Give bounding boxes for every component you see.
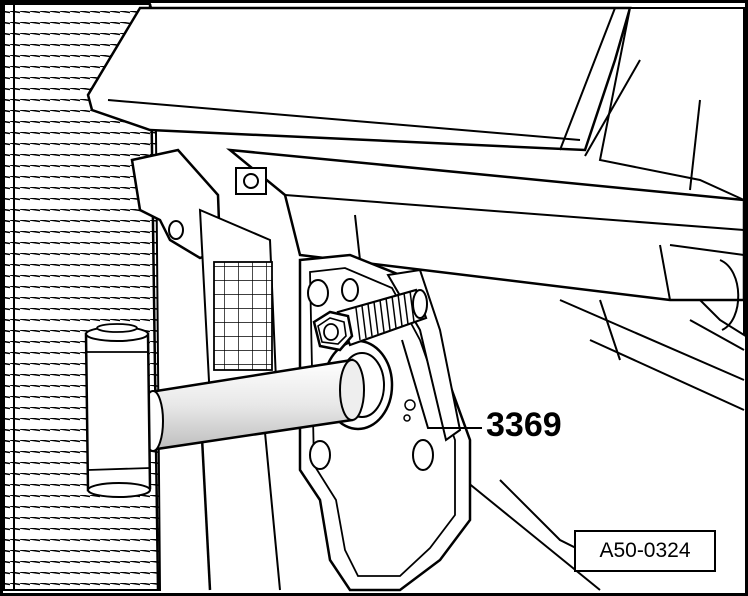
mounting-bracket [130,148,267,260]
callout-leader-line [401,339,482,429]
guide-cylinder [84,323,152,498]
tool-3369-bolt [312,288,428,352]
headlamp-housing [86,6,745,202]
callout-label-3369: 3369 [486,406,562,444]
lock-carrier-bar [226,148,746,337]
side-member [198,208,281,591]
figure-id-box: A50-0324 [574,530,716,572]
